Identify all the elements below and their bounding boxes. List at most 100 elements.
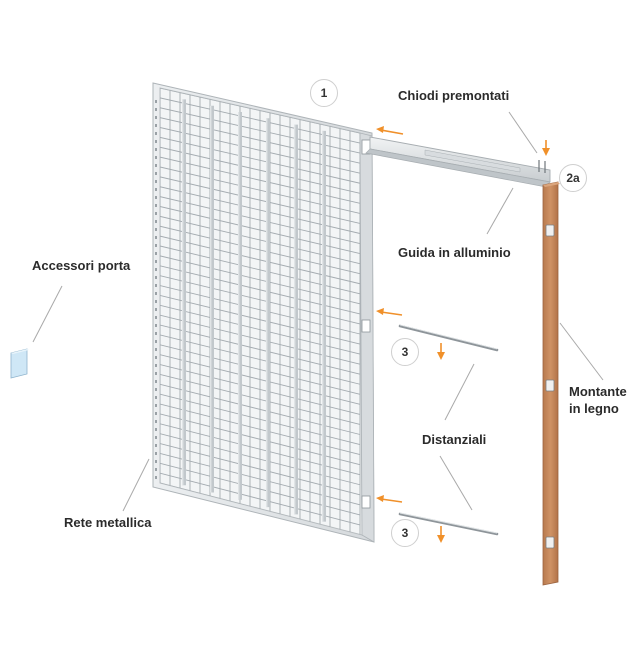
- mesh-wire-horizontal: [160, 275, 361, 325]
- frame-hole: [155, 276, 157, 279]
- mesh-wire-horizontal: [160, 433, 361, 486]
- mesh-wire-horizontal: [160, 146, 361, 194]
- frame-hole: [155, 268, 157, 271]
- frame-hole: [155, 348, 157, 351]
- mesh-wire-horizontal: [160, 364, 361, 415]
- frame-hole: [155, 204, 157, 207]
- frame-hole: [155, 324, 157, 327]
- mesh-wire-horizontal: [160, 413, 361, 466]
- frame-hole: [155, 404, 157, 407]
- mesh-wire-horizontal: [160, 235, 361, 285]
- frame-hole: [155, 236, 157, 239]
- mesh-wire-horizontal: [160, 354, 361, 405]
- mesh-wire-horizontal: [160, 334, 361, 385]
- mesh-panel: [152, 82, 375, 543]
- frame-hole: [155, 468, 157, 471]
- label-montante-line2: in legno: [569, 401, 619, 416]
- badge-2a: 2a: [559, 164, 587, 192]
- mesh-wire-horizontal: [160, 225, 361, 275]
- label-chiodi-premontati: Chiodi premontati: [398, 88, 510, 103]
- aluminium-guide: [365, 136, 551, 188]
- mesh-wire-horizontal: [160, 245, 361, 295]
- frame-hole: [155, 476, 157, 479]
- leader-lines: [32, 111, 604, 512]
- mesh-wire-horizontal: [160, 117, 361, 164]
- mesh-wire-horizontal: [160, 462, 361, 516]
- frame-hole: [155, 300, 157, 303]
- mesh-wire-horizontal: [160, 97, 361, 144]
- frame-hole: [155, 460, 157, 463]
- mesh-wire-horizontal: [160, 472, 361, 526]
- mesh-wire-horizontal: [160, 403, 361, 456]
- mesh-wire-horizontal: [160, 285, 361, 335]
- frame-hole: [155, 100, 157, 103]
- mesh-wire-horizontal: [160, 304, 361, 355]
- mesh-wire-horizontal: [160, 443, 361, 496]
- door-accessory: [10, 348, 29, 379]
- mesh-wire-horizontal: [160, 215, 361, 265]
- label-rete-metallica: Rete metallica: [64, 515, 152, 530]
- frame-hole: [155, 252, 157, 255]
- frame-hole: [155, 396, 157, 399]
- frame-hole: [155, 316, 157, 319]
- frame-hole: [155, 188, 157, 191]
- mesh-wire-horizontal: [160, 127, 361, 174]
- label-montante-line1: Montante: [569, 384, 627, 399]
- frame-hole: [155, 388, 157, 391]
- frame-hole: [155, 332, 157, 335]
- orange-arrows: [376, 126, 550, 543]
- mesh-wire-horizontal: [160, 176, 361, 224]
- badge-3-top: 3: [391, 338, 419, 366]
- mesh-wire-horizontal: [160, 324, 361, 375]
- mesh-wire-horizontal: [160, 255, 361, 305]
- frame-hole: [155, 428, 157, 431]
- badge-3-bottom: 3: [391, 519, 419, 547]
- mesh-wire-horizontal: [160, 294, 361, 345]
- frame-hole: [155, 196, 157, 199]
- mesh-wire-horizontal: [160, 383, 361, 435]
- frame-hole: [155, 212, 157, 215]
- frame-hole: [155, 412, 157, 415]
- spacer-bottom: [398, 512, 499, 536]
- frame-hole: [155, 444, 157, 447]
- frame-hole: [155, 436, 157, 439]
- frame-hole: [155, 164, 157, 167]
- mesh-wire-horizontal: [160, 107, 361, 154]
- wooden-upright: [542, 181, 560, 586]
- frame-hole: [155, 148, 157, 151]
- mesh-wire-horizontal: [160, 393, 361, 445]
- frame-hole: [155, 260, 157, 263]
- frame-hole: [155, 244, 157, 247]
- mesh-wire-horizontal: [160, 186, 361, 234]
- frame-hole: [155, 228, 157, 231]
- mesh-wire-horizontal: [160, 265, 361, 315]
- mesh-wire-horizontal: [160, 166, 361, 214]
- frame-hole: [155, 364, 157, 367]
- frame-hole: [155, 124, 157, 127]
- frame-hole: [155, 220, 157, 223]
- mesh-wire-horizontal: [160, 136, 361, 184]
- mesh-wire-horizontal: [160, 88, 361, 134]
- frame-hole: [155, 452, 157, 455]
- frame-hole: [155, 172, 157, 175]
- frame-hole: [155, 284, 157, 287]
- mesh-wire-horizontal: [160, 196, 361, 244]
- frame-hole: [155, 380, 157, 383]
- label-accessori-porta: Accessori porta: [32, 258, 131, 273]
- mesh-wire-horizontal: [160, 156, 361, 204]
- frame-hole: [155, 292, 157, 295]
- spacer-top: [398, 324, 499, 352]
- frame-hole: [155, 140, 157, 143]
- label-distanziali: Distanziali: [422, 432, 487, 447]
- label-guida-alluminio: Guida in alluminio: [398, 245, 511, 260]
- frame-hole: [155, 156, 157, 159]
- mesh-wire-horizontal: [160, 344, 361, 395]
- mesh-wire-horizontal: [160, 373, 361, 425]
- frame-hole: [155, 420, 157, 423]
- frame-hole: [155, 356, 157, 359]
- frame-hole: [155, 116, 157, 119]
- mesh-wire-horizontal: [160, 423, 361, 476]
- mesh-wire-horizontal: [160, 314, 361, 365]
